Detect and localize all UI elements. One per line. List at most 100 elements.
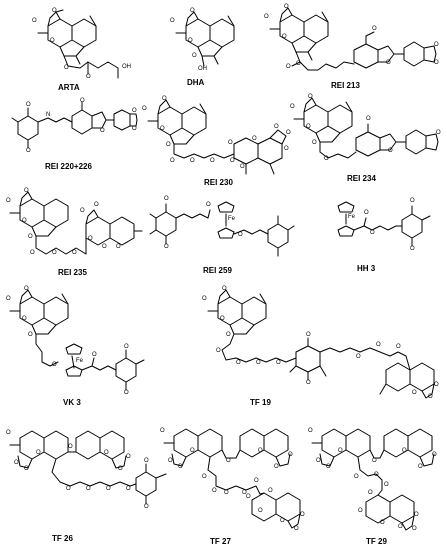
rei-213-atom-o4: O [296,61,301,67]
dha-atom-o3: O [188,38,193,44]
rei-230-atom-o11: O [274,124,279,130]
tf-27-atom-o1: O [160,428,165,434]
dha-atom-o1: O [170,18,175,24]
arta-atom-o2: O [52,8,57,14]
rei-235-atom-o8: O [80,208,85,214]
dha-skeleton [175,11,235,67]
vk-3-atom-o1: O [6,296,11,302]
tf-26-atom-o5: O [68,444,73,450]
dha-atom-o4: O [192,53,197,59]
structure-tf-19: O O O O O O O O O O O O O O O O [196,286,444,416]
vk-3-atom-o5: O [52,362,57,368]
tf-29-atom-o2: O [316,458,321,464]
tf-29-atom-o14: O [380,520,385,526]
label-rei-234: REI 234 [347,174,376,183]
tf-19-atom-o13: O [396,344,401,350]
rei-235-atom-o1: O [6,198,11,204]
rei-213-atom-o9: O [434,60,439,66]
structure-rei-230: O O O O O O O O O O O O O O [140,96,300,186]
rei-259-skeleton [149,201,295,257]
rei-220-atom-o4: O [100,128,105,134]
rei-235-atom-o9: O [94,202,99,208]
tf-19-atom-o12: O [376,342,381,348]
arta-atom-o4: O [64,65,69,71]
tf-27-atom-o3: O [178,464,183,470]
tf-26-atom-o13: O [144,458,149,464]
hh-3-atom-o3: O [410,198,415,204]
structure-hh-3: Fe O O O O [330,198,442,262]
rei-230-atom-o7: O [210,158,215,164]
rei-234-atom-o4: O [312,140,317,146]
label-rei-259: REI 259 [203,266,232,275]
tf-27-atom-o5: O [226,458,231,464]
structure-dha: O O O O OH [168,8,248,78]
tf-19-atom-o14: O [412,390,417,396]
tf-27-skeleton [163,428,301,529]
tf-27-atom-o15: O [258,508,263,514]
vk-3-atom-fe: Fe [76,358,84,364]
tf-27-atom-o18: O [300,512,305,518]
tf-27-atom-o4: O [190,448,195,454]
rei-234-atom-o7: O [388,148,393,154]
rei-220-atom-o2: O [26,148,31,154]
rei-234-atom-o3: O [306,124,311,130]
tf-29-atom-o5: O [372,458,377,464]
tf-29-atom-o12: O [368,490,373,496]
structure-tf-27: O O O O O O O O O O O O O O O O O O O [160,418,310,534]
rei-220-atom-o1: O [26,102,31,108]
rei-235-atom-o2: O [24,188,29,194]
tf-29-skeleton [311,428,435,531]
tf-19-atom-o1: O [202,296,207,302]
tf-29-atom-o10: O [374,472,379,478]
tf-19-atom-o10: O [306,380,311,386]
tf-26-atom-o2: O [14,460,19,466]
rei-230-skeleton [147,99,287,175]
tf-19-atom-o11: O [356,354,361,360]
tf-29-atom-o15: O [398,524,403,530]
rei-230-atom-o9: O [228,140,233,146]
tf-29-atom-o17: O [414,512,419,518]
arta-atom-o1: O [32,18,37,24]
rei-213-atom-o2: O [284,4,289,10]
tf-27-atom-o19: O [268,488,273,494]
rei-220-atom-o6: O [132,126,137,132]
arta-skeleton [37,9,119,79]
hh-3-atom-fe: Fe [348,214,356,220]
vk-3-atom-o7: O [124,344,129,350]
rei-234-skeleton [293,97,439,159]
tf-27-atom-o7: O [288,452,293,458]
vk-3-atom-o8: O [124,390,129,396]
rei-235-atom-o5: O [30,250,35,256]
label-rei-230: REI 230 [204,178,233,187]
rei-230-atom-o3: O [160,126,165,132]
rei-235-atom-o4: O [28,234,33,240]
tf-19-atom-o5: O [216,348,221,354]
rei-213-atom-o6: O [372,26,377,32]
dha-atom-oh: OH [198,66,207,72]
label-tf-19: TF 19 [250,398,271,407]
tf-26-atom-o4: O [36,450,41,456]
vk-3-atom-o2: O [24,286,29,292]
rei-220-atom-n: N [46,112,51,118]
tf-19-atom-o15: O [428,394,433,400]
tf-29-atom-o13: O [358,508,363,514]
tf-27-atom-o9: O [202,474,207,480]
hh-3-atom-o2: O [370,230,375,236]
tf-29-atom-o8: O [402,448,407,454]
tf-27-atom-o14: O [246,494,251,500]
structure-tf-26: O O O O O O O O O O O O O O [6,420,186,520]
structure-rei-235: O O O O O O O O O O O O [6,188,146,268]
tf-27-atom-o10: O [212,488,217,494]
tf-19-atom-o7: O [256,360,261,366]
label-hh-3: HH 3 [357,264,376,273]
tf-26-atom-o3: O [24,466,29,472]
structure-rei-259: O O O O Fe [148,196,298,273]
rei-234-atom-o6: O [366,116,371,122]
rei-235-atom-o10: O [88,236,93,242]
rei-234-atom-o2: O [308,94,313,100]
tf-29-atom-o1: O [308,428,313,434]
tf-29-atom-o7: O [432,452,437,458]
rei-230-atom-o12: O [286,130,291,136]
tf-26-atom-o6: O [118,466,123,472]
rei-234-atom-o5: O [324,156,329,162]
